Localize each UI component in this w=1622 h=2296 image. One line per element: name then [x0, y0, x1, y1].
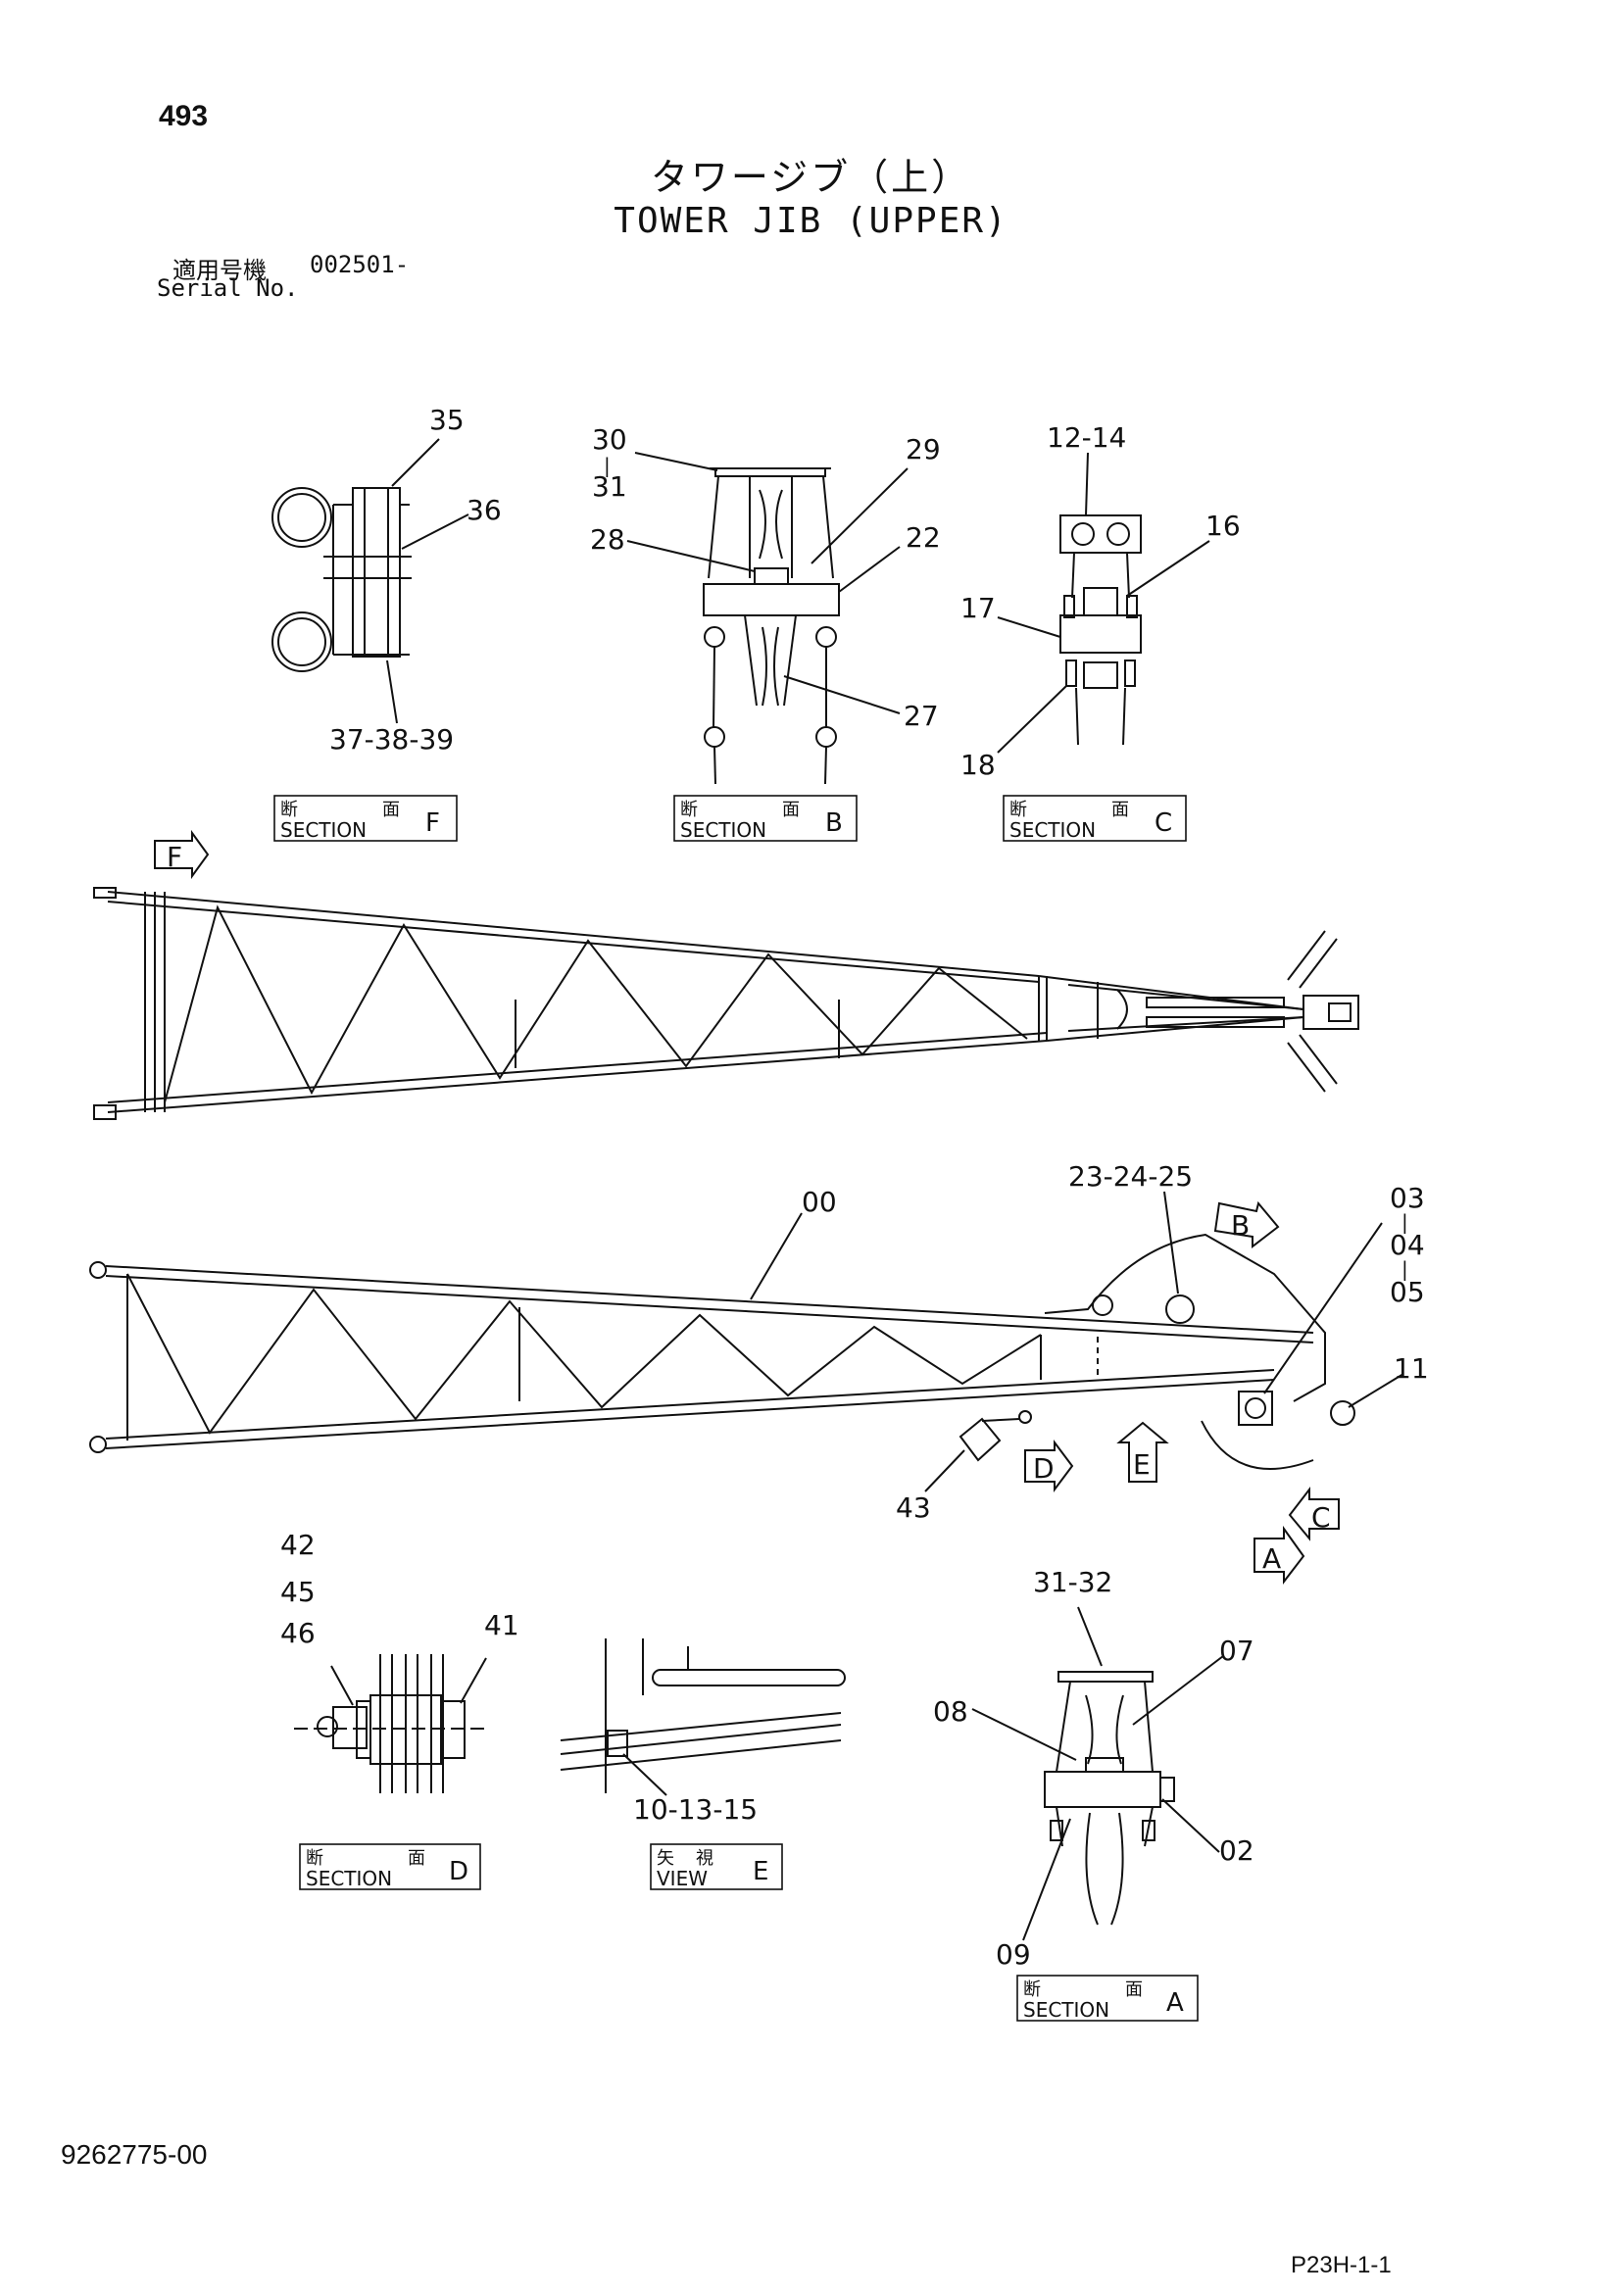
section-c-letter: C — [1155, 808, 1172, 838]
callout-31-32: 31-32 — [1033, 1566, 1112, 1598]
arrow-letter-a: A — [1262, 1542, 1281, 1575]
section-d-jp-left: 断 — [306, 1848, 323, 1869]
arrow-letter-e: E — [1133, 1448, 1151, 1481]
section-d-word: SECTION — [306, 1867, 392, 1890]
title-japanese: タワージブ（上） — [650, 156, 972, 199]
document-number: 9262775-00 — [61, 2139, 208, 2170]
callout-41: 41 — [484, 1609, 519, 1641]
callout-45: 45 — [280, 1576, 316, 1608]
callout-27: 27 — [904, 700, 939, 732]
section-b-word: SECTION — [680, 818, 766, 842]
section-a-detail — [971, 1606, 1224, 1941]
section-d-letter: D — [449, 1857, 468, 1886]
sheet-reference: P23H-1-1 — [1291, 2252, 1392, 2278]
callout-07: 07 — [1219, 1635, 1254, 1667]
callout-18: 18 — [960, 749, 996, 781]
section-c-jp-left: 断 — [1009, 800, 1027, 820]
section-d-detail — [294, 1654, 490, 1793]
callout-46: 46 — [280, 1617, 316, 1649]
arrow-letter-d: D — [1033, 1452, 1055, 1485]
section-b-detail — [626, 452, 909, 785]
view-e-letter: E — [753, 1857, 768, 1886]
arrow-letter-b: B — [1231, 1209, 1250, 1242]
view-e-detail — [560, 1638, 846, 1796]
section-a-letter: A — [1166, 1988, 1184, 2018]
callout-36: 36 — [467, 494, 502, 526]
callout-09: 09 — [996, 1938, 1031, 1971]
section-f-jp-left: 断 — [280, 800, 298, 820]
section-b-jp-right: 面 — [782, 800, 800, 820]
serial-number-value: 002501- — [310, 251, 410, 278]
view-e-jp-right: 視 — [696, 1848, 713, 1869]
jib-plan-view — [93, 887, 1359, 1120]
callout-31: 31 — [592, 470, 627, 503]
section-c-jp-right: 面 — [1111, 800, 1129, 820]
callout-03: 03 — [1390, 1182, 1425, 1214]
callout-12-14: 12-14 — [1047, 421, 1126, 454]
jib-side-view — [89, 1191, 1404, 1492]
section-f-word: SECTION — [280, 818, 367, 842]
serial-label-english: Serial No. — [157, 274, 299, 302]
callout-30-dash: | — [604, 454, 611, 477]
section-b-jp-left: 断 — [680, 800, 698, 820]
serial-label-japanese: 適用号機 — [172, 257, 267, 284]
section-label-boxes-top — [273, 795, 1187, 842]
section-b-letter: B — [825, 808, 843, 838]
title-english: TOWER JIB (UPPER) — [614, 201, 1008, 241]
callout-16: 16 — [1205, 510, 1241, 542]
section-d-jp-right: 面 — [408, 1848, 425, 1869]
view-arrows-side — [1024, 1200, 1340, 1585]
callout-02: 02 — [1219, 1834, 1254, 1867]
callout-43: 43 — [896, 1491, 931, 1524]
callout-10-13-15: 10-13-15 — [633, 1793, 758, 1826]
section-f-jp-right: 面 — [382, 800, 400, 820]
callout-17: 17 — [960, 592, 996, 624]
section-c-word: SECTION — [1009, 818, 1096, 842]
callout-22: 22 — [906, 521, 941, 554]
arrow-letter-c: C — [1311, 1501, 1331, 1534]
callout-30: 30 — [592, 423, 627, 456]
callout-05: 05 — [1390, 1276, 1425, 1308]
section-a-jp-right: 面 — [1125, 1979, 1143, 2000]
view-e-jp-left: 矢 — [657, 1848, 674, 1869]
callout-04-dash: | — [1401, 1257, 1408, 1281]
callout-28: 28 — [590, 523, 625, 556]
callout-29: 29 — [906, 433, 941, 465]
callout-23-24-25: 23-24-25 — [1068, 1160, 1193, 1193]
arrow-letter-f: F — [167, 841, 182, 873]
section-a-jp-left: 断 — [1023, 1979, 1041, 2000]
page-number: 493 — [159, 100, 209, 132]
callout-42: 42 — [280, 1529, 316, 1561]
view-e-word: VIEW — [657, 1867, 708, 1890]
section-a-word: SECTION — [1023, 1998, 1109, 2022]
callout-04: 04 — [1390, 1229, 1425, 1261]
callout-35: 35 — [429, 404, 465, 436]
section-c-detail — [997, 452, 1210, 754]
section-label-boxes-bottom — [299, 1843, 1199, 2022]
callout-03-dash: | — [1401, 1210, 1408, 1234]
callout-08: 08 — [933, 1695, 968, 1728]
section-f-detail — [271, 438, 469, 724]
callout-00: 00 — [802, 1186, 837, 1218]
section-f-letter: F — [425, 808, 440, 838]
view-arrow-f — [154, 829, 210, 880]
callout-11: 11 — [1394, 1352, 1429, 1385]
callout-37-38-39: 37-38-39 — [329, 723, 454, 756]
